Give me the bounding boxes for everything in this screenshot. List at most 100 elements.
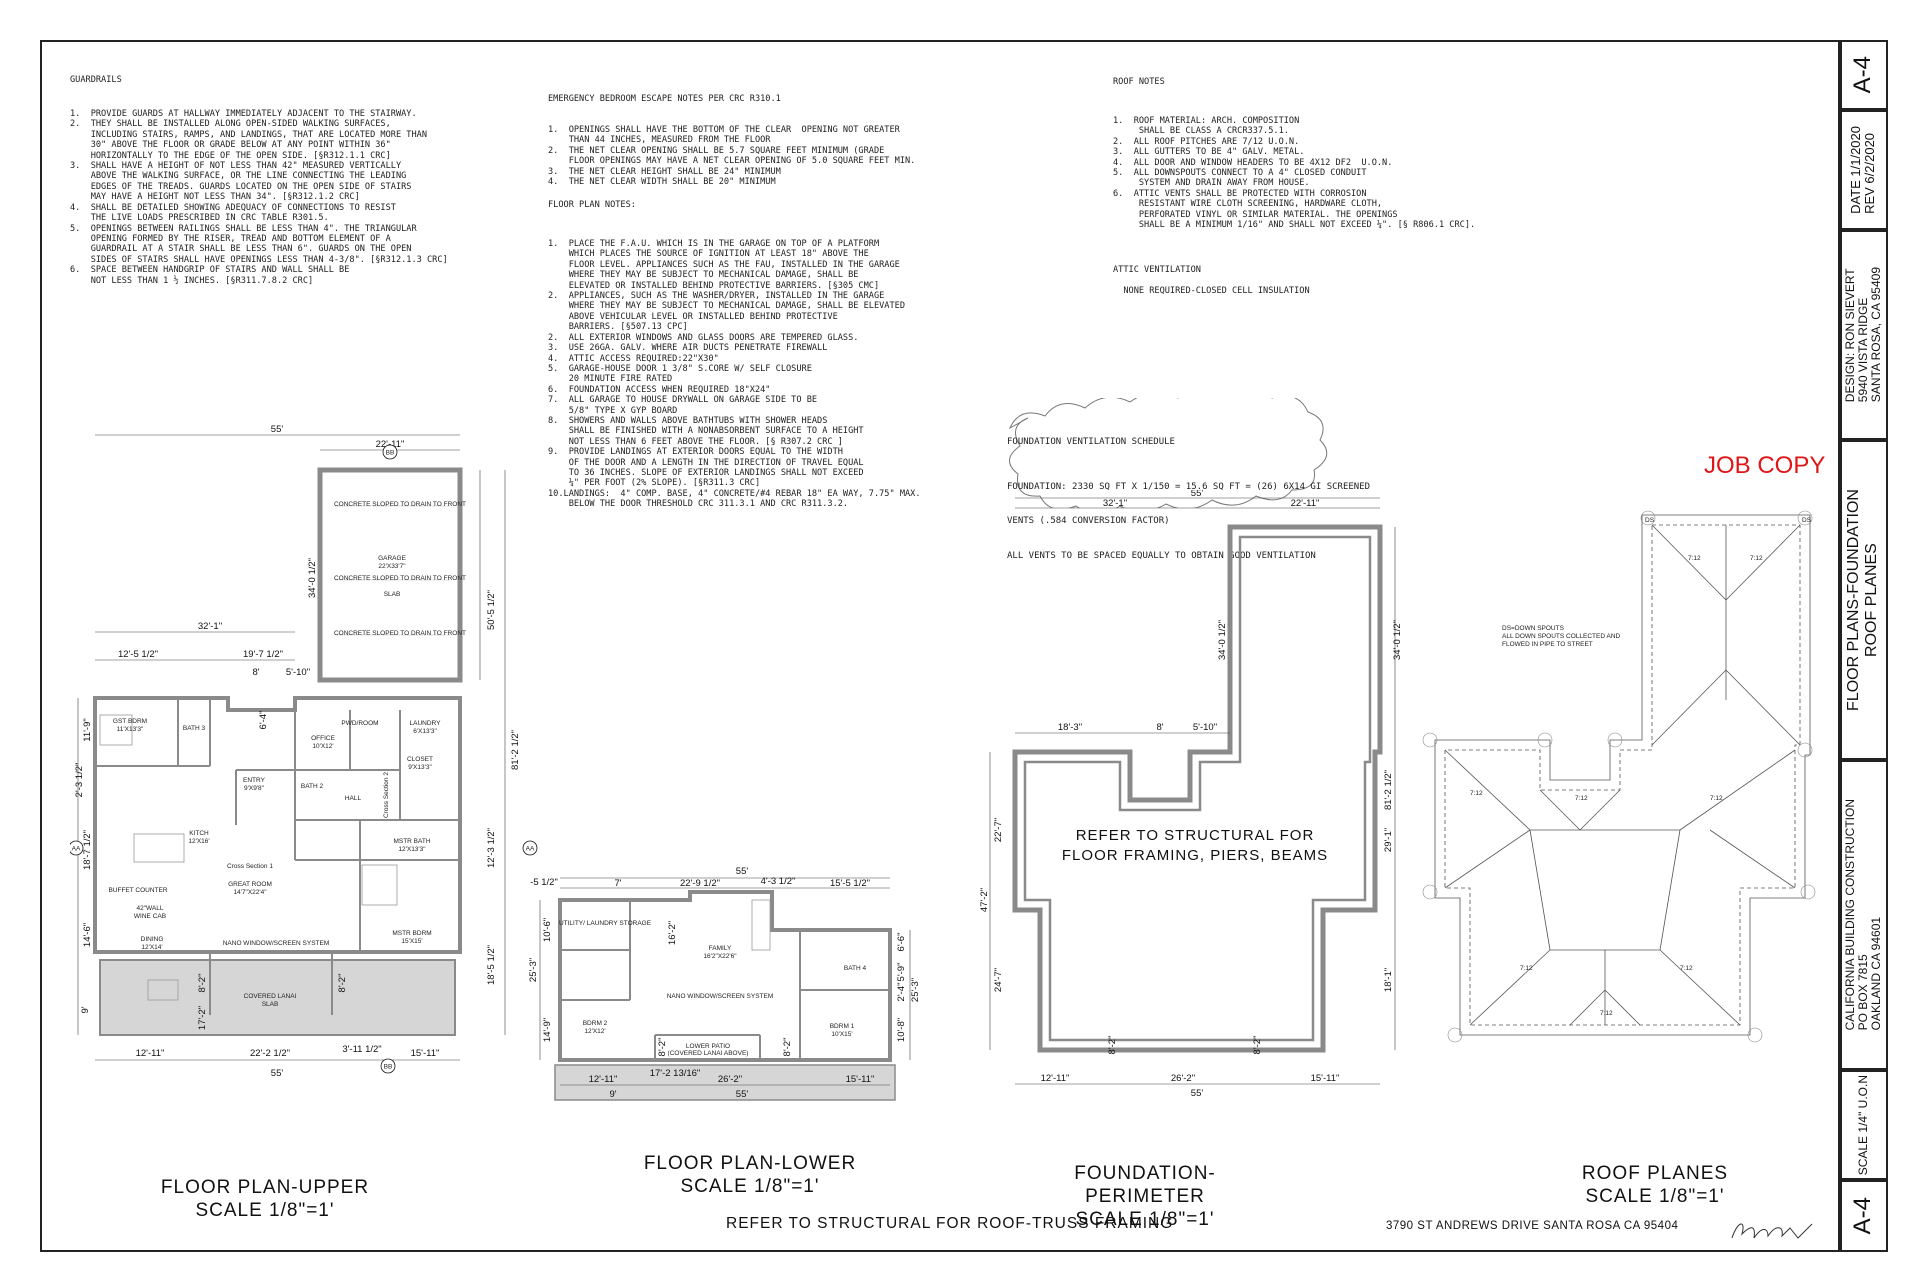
tb-design-line3: SANTA ROSA, CA 95409 <box>1868 267 1883 403</box>
laundry-label: LAUNDRY <box>410 720 442 727</box>
note-line: 6. SPACE BETWEEN HANDGRIP OF STAIRS AND … <box>70 265 350 276</box>
family-size: 16'2"X22'6" <box>703 953 737 960</box>
office-label: OFFICE <box>311 735 335 742</box>
note-line: NOT LESS THAN 1 ½ INCHES. [§R311.7.8.2 C… <box>70 275 314 286</box>
tb-company-line3: OAKLAND CA 94601 <box>1868 917 1883 1031</box>
note-line: 4. THE NET CLEAR WIDTH SHALL BE 20" MINI… <box>548 177 776 188</box>
lower-dim-l14: 14'-9" <box>542 1018 553 1042</box>
fnd-dim-b15: 15'-11" <box>1311 1073 1340 1084</box>
fnd-dim-34a: 34'-0 1/2" <box>1217 620 1228 660</box>
upper-dim-5: 5'-10" <box>286 667 310 678</box>
note-line: 3. ALL GUTTERS TO BE 4" GALV. METAL. <box>1113 147 1305 158</box>
lower-patio <box>554 1064 896 1101</box>
bath4-label: BATH 4 <box>844 965 867 972</box>
lower-dim-b26: 26'-2" <box>718 1074 742 1085</box>
signature <box>1731 1223 1813 1239</box>
upper-plan-title: FLOOR PLAN-UPPER <box>160 1177 370 1198</box>
lanai-label: COVERED LANAI <box>244 993 297 1000</box>
fnd-dim-8: 8' <box>1156 722 1163 733</box>
wine-cab-label: WINE CAB <box>134 913 166 920</box>
note-line: GUARDRAIL AT A STAIR SHALL BE LESS THAN … <box>70 244 412 255</box>
note-line: 2. THEY SHALL BE INSTALLED ALONG OPEN-SI… <box>70 119 391 130</box>
note-line: 5. OPENINGS BETWEEN RAILINGS SHALL BE LE… <box>70 223 417 234</box>
section-marker-aa-left <box>70 840 84 856</box>
upper-dim-right-18: 18'-5 1/2" <box>486 945 497 985</box>
lower-dim-9: 9' <box>609 1089 616 1100</box>
upper-dim-left-11: 11'-9" <box>82 718 93 742</box>
upper-dim-bottom-15: 15'-11" <box>411 1048 440 1059</box>
tb-sheet-bottom-number: A-4 <box>1849 1197 1876 1235</box>
closet-label: CLOSET <box>407 756 433 763</box>
roof-outline <box>1434 514 1811 1036</box>
great-room-label: GREAT ROOM <box>228 881 272 888</box>
refer-roof-truss-note: REFER TO STRUCTURAL FOR ROOF-TRUSS FRAMI… <box>726 1215 1174 1232</box>
section-marker-bb-bottom-label: BB <box>384 1064 393 1071</box>
foundation-vent-schedule: FOUNDATION VENTILATION SCHEDULE FOUNDATI… <box>1007 414 1370 574</box>
bdrm2-size: 12'X12' <box>584 1028 605 1035</box>
roof-pitch-1: 7:12 <box>1688 555 1701 562</box>
roof-scale: SCALE 1/8"=1' <box>1585 1186 1725 1207</box>
roof-pitch-5: 7:12 <box>1710 795 1723 802</box>
lower-plan-title: FLOOR PLAN-LOWER <box>643 1153 857 1174</box>
cross-section-2-label: Cross Section 2 <box>383 772 390 818</box>
upper-dim-19: 19'-7 1/2" <box>243 649 283 660</box>
lower-dim-l10: 10'-6" <box>542 918 553 942</box>
garage-concrete-note-3: CONCRETE SLOPED TO DRAIN TO FRONT <box>334 630 466 637</box>
note-line: 2. THE NET CLEAR OPENING SHALL BE 5.7 SQ… <box>548 145 885 156</box>
foundation-perimeter <box>1012 524 1383 1053</box>
tb-rev-line: REV 6/2/2020 <box>1862 133 1877 214</box>
roof-ds-2: DS <box>1802 517 1812 524</box>
guardrail-notes: GUARDRAILS 1. PROVIDE GUARDS AT HALLWAY … <box>70 54 448 296</box>
drawing-sheet <box>40 40 1842 1252</box>
note-line: 4. ALL DOOR AND WINDOW HEADERS TO BE 4X1… <box>1113 157 1393 168</box>
nano-lower-label: NANO WINDOW/SCREEN SYSTEM <box>667 993 774 1000</box>
upper-dim-32: 32'-1" <box>198 621 222 632</box>
note-line: WHERE THEY MAY BE SUBJECT TO MECHANICAL … <box>548 270 859 281</box>
upper-dim-8b: 8'-2" <box>197 974 208 993</box>
roof-ds-note3: FLOWED IN PIPE TO STREET <box>1502 641 1593 648</box>
mstr-bath-size: 12'X13'3" <box>398 846 426 853</box>
lower-dim-16: 16'-2" <box>667 921 678 945</box>
lower-patio-sub: (COVERED LANAI ABOVE) <box>668 1050 749 1057</box>
note-line: INCLUDING STAIRS, RAMPS, AND LANDINGS, T… <box>70 129 427 140</box>
note-line: 3. SHALL HAVE A HEIGHT OF NOT LESS THAN … <box>70 161 402 172</box>
upper-dim-bottom-3: 3'-11 1/2" <box>342 1044 381 1055</box>
tb-scale-text: SCALE 1/4" U.O.N <box>1856 1074 1870 1176</box>
bdrm1-size: 10'X15' <box>831 1031 852 1038</box>
family-label: FAMILY <box>709 945 732 952</box>
upper-dim-left-2: 2'-3 1/2" <box>74 763 85 798</box>
note-line: 10.LANDINGS: 4" COMP. BASE, 4" CONCRETE/… <box>548 488 921 499</box>
note-line: ABOVE VEHICULAR LEVEL OR INSTALLED BEHIN… <box>548 311 838 322</box>
upper-dim-right-50: 50'-5 1/2" <box>486 590 497 630</box>
floor-plan-notes-list: 1. PLACE THE F.A.U. WHICH IS IN THE GARA… <box>548 239 921 510</box>
note-line: RESISTANT WIRE CLOTH SCREENING, HARDWARE… <box>1113 199 1383 210</box>
lower-dim-r10: 10'-8" <box>896 1018 907 1042</box>
garage-concrete-note-1: CONCRETE SLOPED TO DRAIN TO FRONT <box>334 501 466 508</box>
lower-dim-r25: 25'-3" <box>910 978 921 1002</box>
note-line: 1. PROVIDE GUARDS AT HALLWAY IMMEDIATELY… <box>70 109 417 120</box>
garage-concrete-note-2: CONCRETE SLOPED TO DRAIN TO FRONT <box>334 575 466 582</box>
foundation-vent-line2: VENTS (.584 CONVERSION FACTOR) <box>1007 516 1170 526</box>
egress-notes-heading: EMERGENCY BEDROOM ESCAPE NOTES PER CRC R… <box>548 93 781 104</box>
foundation-title-block: FOUNDATION-PERIMETER SCALE 1/8"=1' <box>1020 1162 1270 1231</box>
lower-dim-l25: 25'-3" <box>528 958 539 982</box>
fnd-dim-34b: 34'-0 1/2" <box>1392 620 1403 660</box>
note-line: BELOW THE DOOR THRESHOLD CRC 311.3.1 AND… <box>548 499 849 510</box>
note-line: SHALL BE FINISHED WITH A NONABSORBENT SU… <box>548 426 864 437</box>
pwd-room-label: PWD/ROOM <box>341 720 378 727</box>
note-line: SHALL BE A MINIMUM 1/16" AND SHALL NOT E… <box>1113 220 1476 231</box>
upper-dim-garage-w: 22'-11" <box>376 439 405 450</box>
roof-pitch-2: 7:12 <box>1750 555 1763 562</box>
fnd-dim-18: 18'-3" <box>1058 722 1082 733</box>
foundation-vent-cloud <box>1008 398 1328 508</box>
note-line: 20 MINUTE FIRE RATED <box>548 374 673 385</box>
roof-pitch-8: 7:12 <box>1600 1010 1613 1017</box>
lower-dim-5: -5 1/2" <box>530 877 558 888</box>
section-marker-bb-top <box>382 444 398 460</box>
note-line: 2. ALL EXTERIOR WINDOWS AND GLASS DOORS … <box>548 332 859 343</box>
hall-label: HALL <box>345 795 362 802</box>
project-address: 3790 ST ANDREWS DRIVE SANTA ROSA CA 9540… <box>1386 1220 1679 1232</box>
tb-sheet-title-line2: ROOF PLANES <box>1863 543 1880 657</box>
upper-dim-bottom-12: 12'-11" <box>136 1048 165 1059</box>
tb-company: CALIFORNIA BUILDING CONSTRUCTION PO BOX … <box>1838 760 1888 1070</box>
